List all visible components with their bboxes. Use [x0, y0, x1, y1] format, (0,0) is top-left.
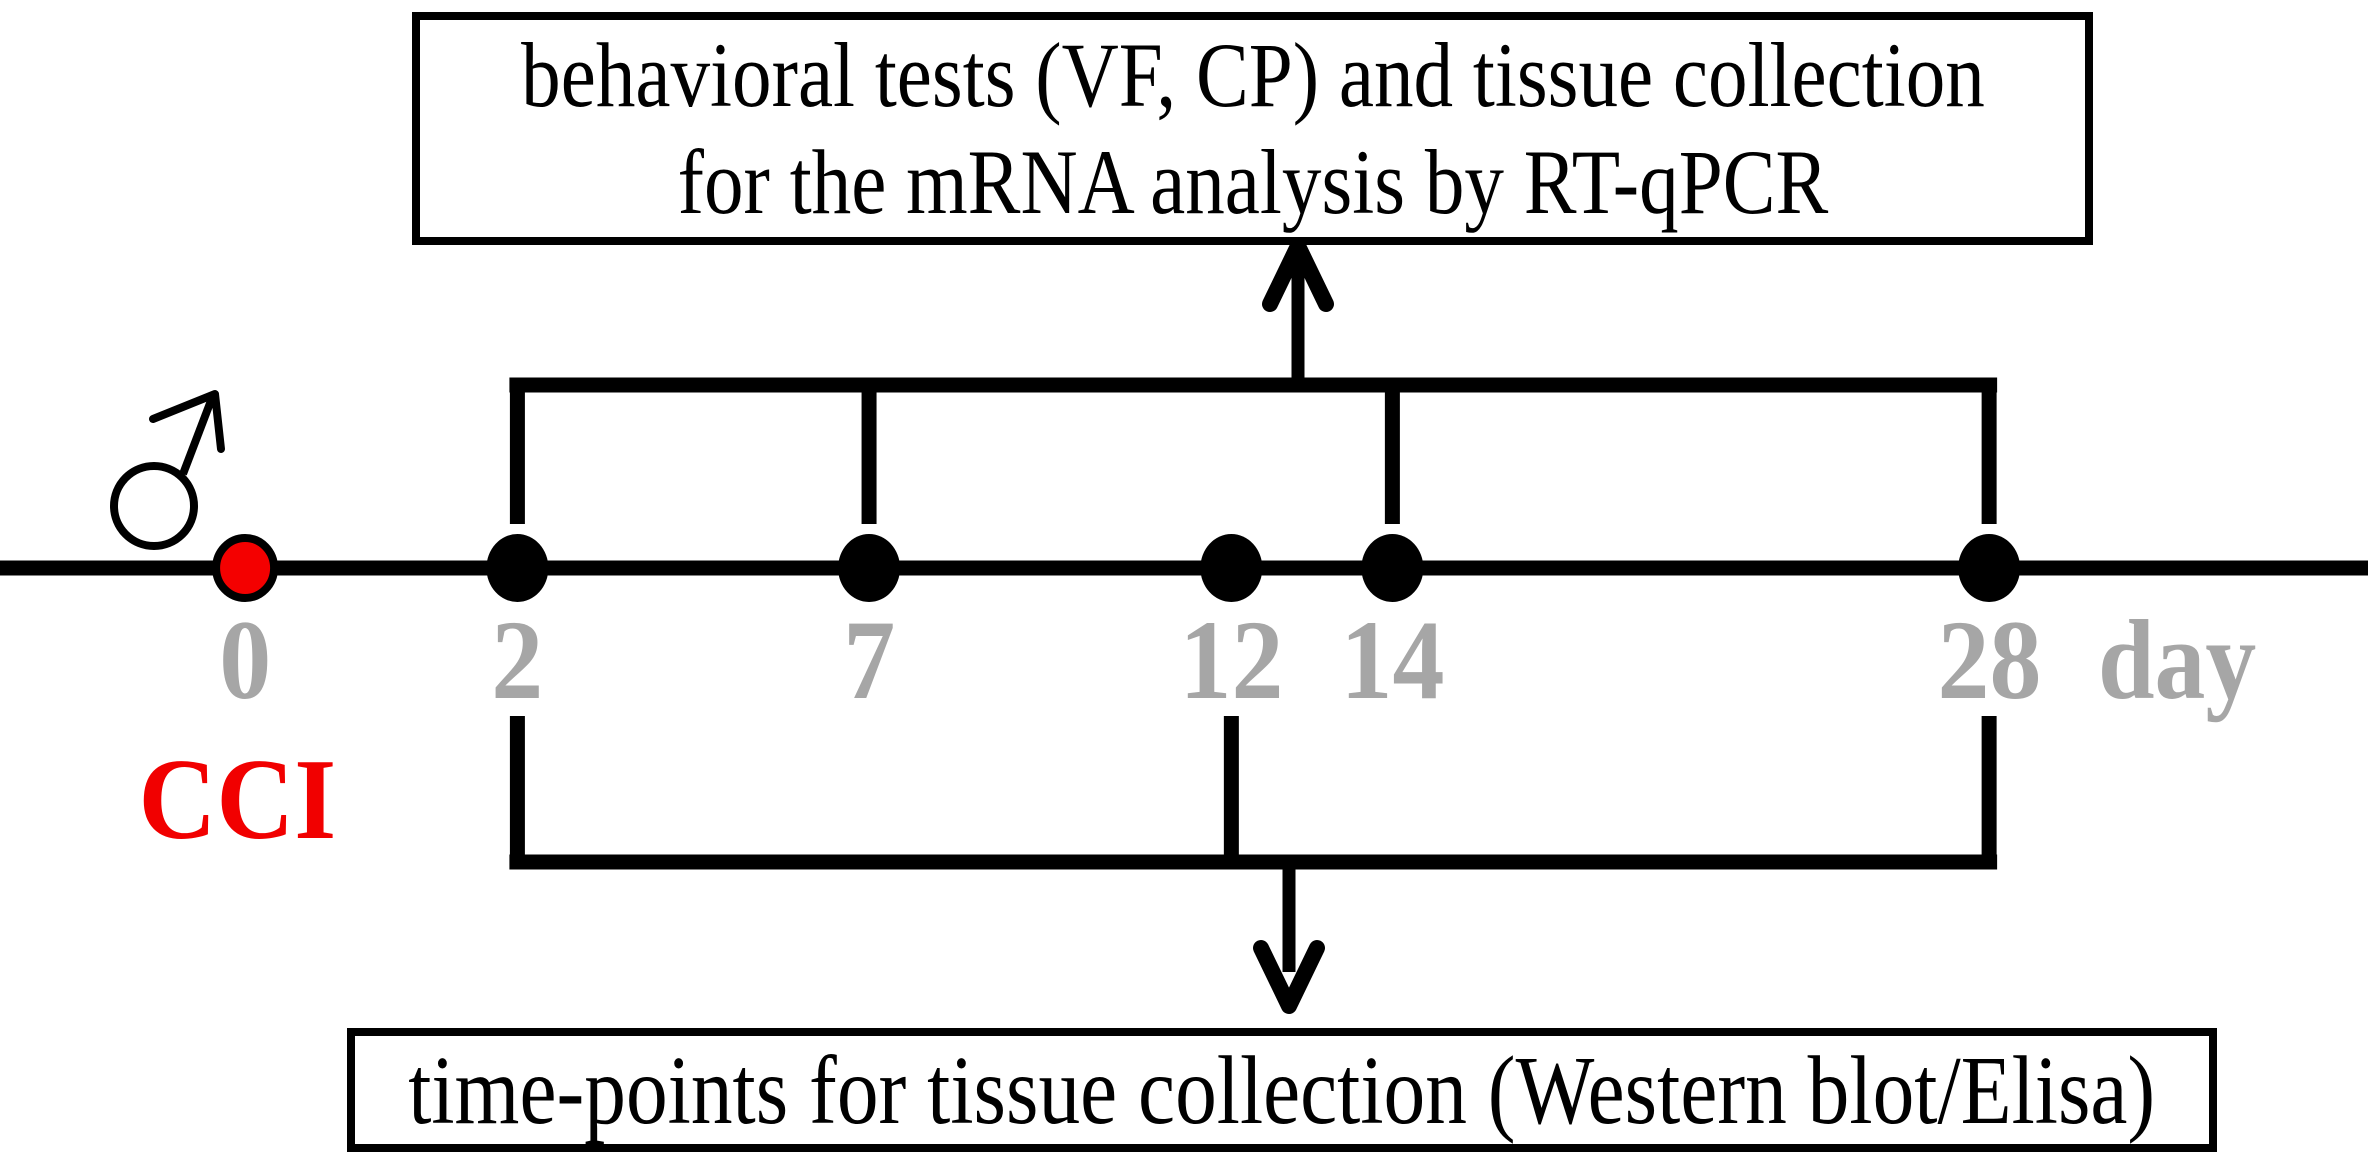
timeline-dot-day-12	[1200, 534, 1263, 602]
down-arrow-head	[1253, 940, 1325, 1014]
male-symbol-shaft	[179, 396, 216, 476]
cci-text: CCI	[138, 736, 336, 864]
timeline-dot-cci-day-0	[212, 534, 279, 602]
day-label-text-28: 28	[1937, 598, 2042, 723]
timeline-dot-day-14	[1361, 534, 1424, 602]
bottom-bracket	[509, 716, 1998, 870]
day-label-12: 12	[1131, 604, 1331, 717]
male-symbol-circle	[110, 462, 198, 550]
timeline-unit-label: day	[2098, 604, 2358, 717]
top-box-line1: behavioral tests (VF, CP) and tissue col…	[520, 23, 1985, 126]
day-label-0: 0	[145, 604, 345, 717]
day-label-28: 28	[1889, 604, 2089, 717]
bottom-annotation-box: time-points for tissue collection (Weste…	[347, 1028, 2217, 1152]
down-arrow	[1253, 862, 1325, 1014]
day-label-14: 14	[1292, 604, 1492, 717]
top-bracket	[509, 377, 1998, 524]
timeline-dot-day-7	[838, 534, 901, 602]
male-symbol-icon	[110, 390, 225, 550]
cci-label: CCI	[87, 742, 387, 858]
top-annotation-box: behavioral tests (VF, CP) and tissue col…	[412, 12, 2093, 245]
timeline-dot-day-28	[1958, 534, 2021, 602]
timeline-dots	[212, 534, 2021, 602]
day-label-text-12: 12	[1179, 598, 1284, 723]
top-box-line2: for the mRNA analysis by RT-qPCR	[677, 130, 1828, 233]
up-arrow-head	[1262, 238, 1334, 312]
timeline-unit-text: day	[2098, 598, 2257, 723]
day-label-text-0: 0	[219, 598, 272, 723]
male-symbol-arrowhead	[149, 390, 225, 453]
bottom-box-line1: time-points for tissue collection (Weste…	[408, 1036, 2156, 1144]
day-label-text-14: 14	[1340, 598, 1445, 723]
day-label-7: 7	[769, 604, 969, 717]
day-label-text-2: 2	[491, 598, 544, 723]
day-label-2: 2	[417, 604, 617, 717]
up-arrow	[1262, 238, 1334, 392]
day-label-text-7: 7	[843, 598, 896, 723]
timeline-dot-day-2	[486, 534, 549, 602]
